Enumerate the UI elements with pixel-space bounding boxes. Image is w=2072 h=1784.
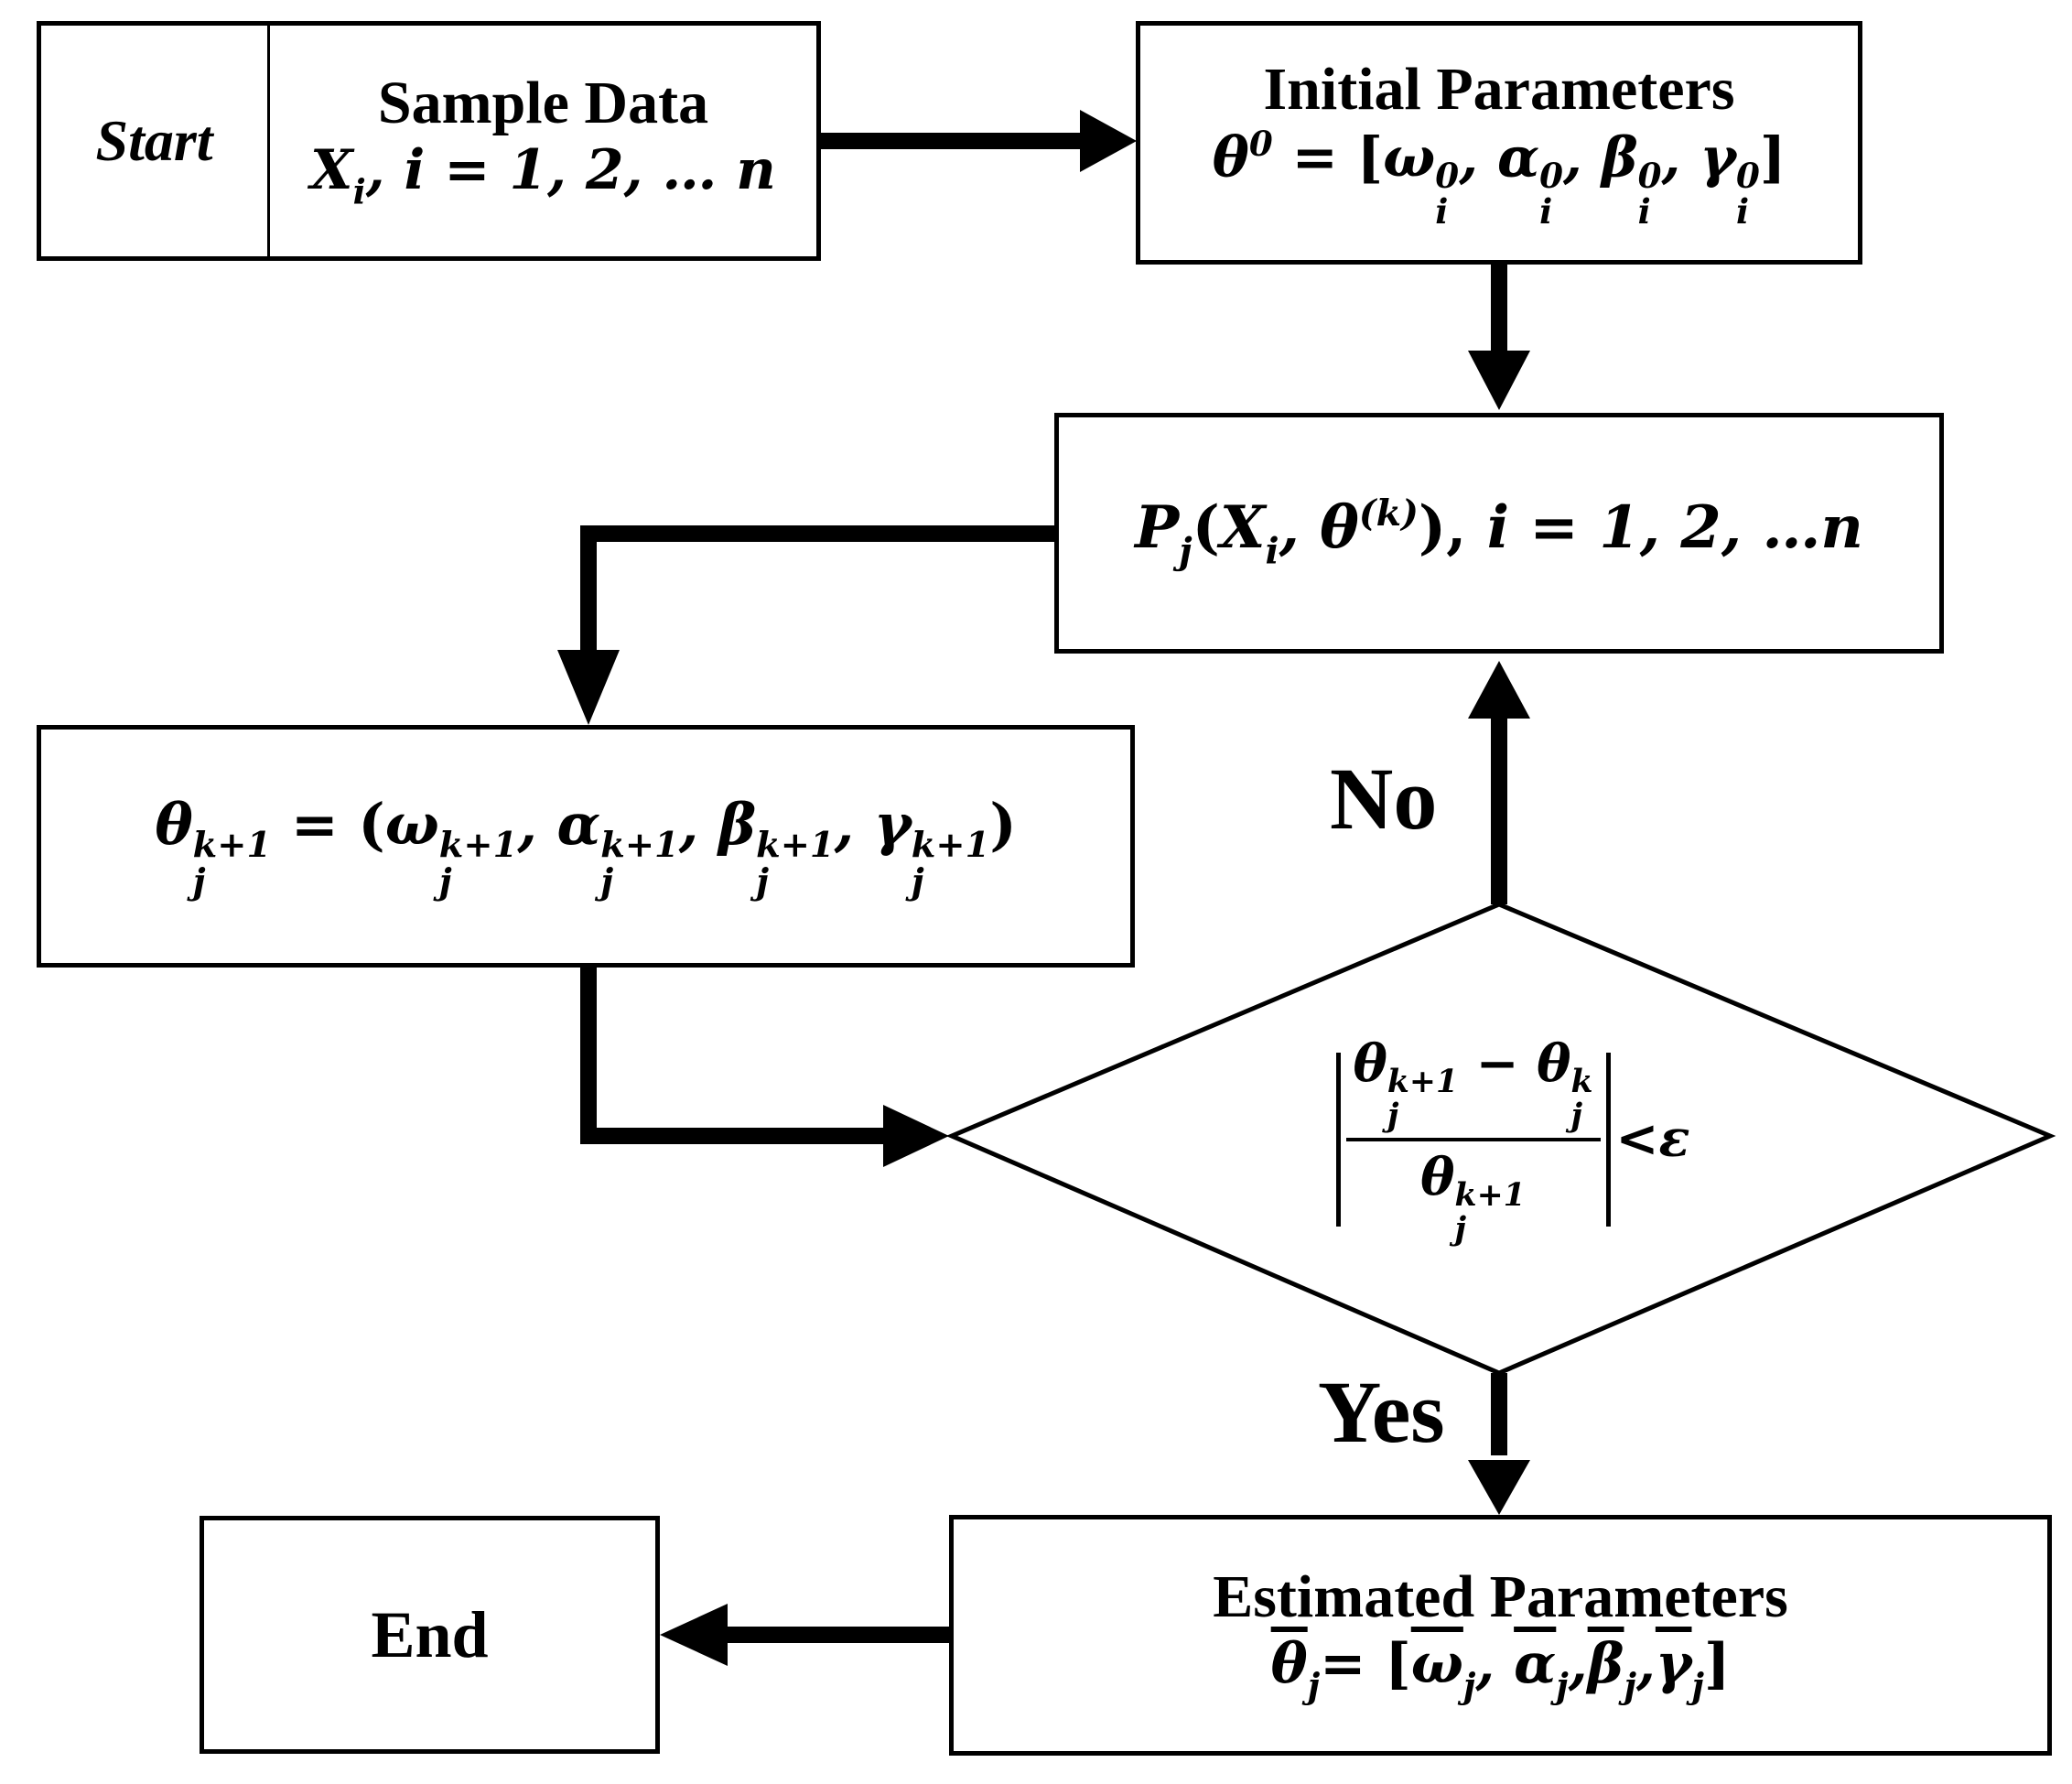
estimated-parameters-formula: θj= [ωj, αj,βj,γj] [1270, 1632, 1731, 1706]
arrow-condition-no-head [1468, 661, 1530, 719]
arrow-probability-to-update-head [557, 650, 620, 725]
arrow-update-to-condition-head [883, 1105, 949, 1167]
arrow-update-to-condition-shaft [580, 968, 888, 1144]
abs-bar-right [1605, 1053, 1611, 1227]
probability-box: Pj(Xi, θ(k)), i = 1, 2, …n [1054, 413, 1944, 654]
no-label: No [1330, 750, 1438, 848]
sample-data-formula: Xi, i = 1, 2, … n [310, 137, 776, 212]
end-box: End [200, 1516, 660, 1754]
arrow-initial-to-probability-head [1468, 351, 1530, 410]
yes-label: Yes [1318, 1363, 1445, 1461]
start-box: Start [37, 21, 270, 261]
start-label: Start [95, 108, 213, 174]
arrow-sample-to-initial-head [1080, 110, 1137, 172]
abs-bar-left [1335, 1053, 1341, 1227]
estimated-parameters-title: Estimated Parameters [1213, 1563, 1788, 1631]
initial-parameters-title: Initial Parameters [1263, 55, 1735, 123]
theta-hat: θj [1270, 1632, 1321, 1706]
sample-data-title: Sample Data [377, 69, 709, 136]
arrow-condition-yes-head [1468, 1460, 1530, 1515]
end-label: End [371, 1597, 489, 1671]
sample-data-box: Sample Data Xi, i = 1, 2, … n [267, 21, 821, 261]
estimated-parameters-box: Estimated Parameters θj= [ωj, αj,βj,γj] [949, 1515, 2052, 1756]
probability-formula: Pj(Xi, θ(k)), i = 1, 2, …n [1135, 492, 1863, 573]
arrow-estimated-to-end-head [660, 1604, 728, 1666]
arrow-probability-to-update-shaft [580, 525, 1054, 654]
